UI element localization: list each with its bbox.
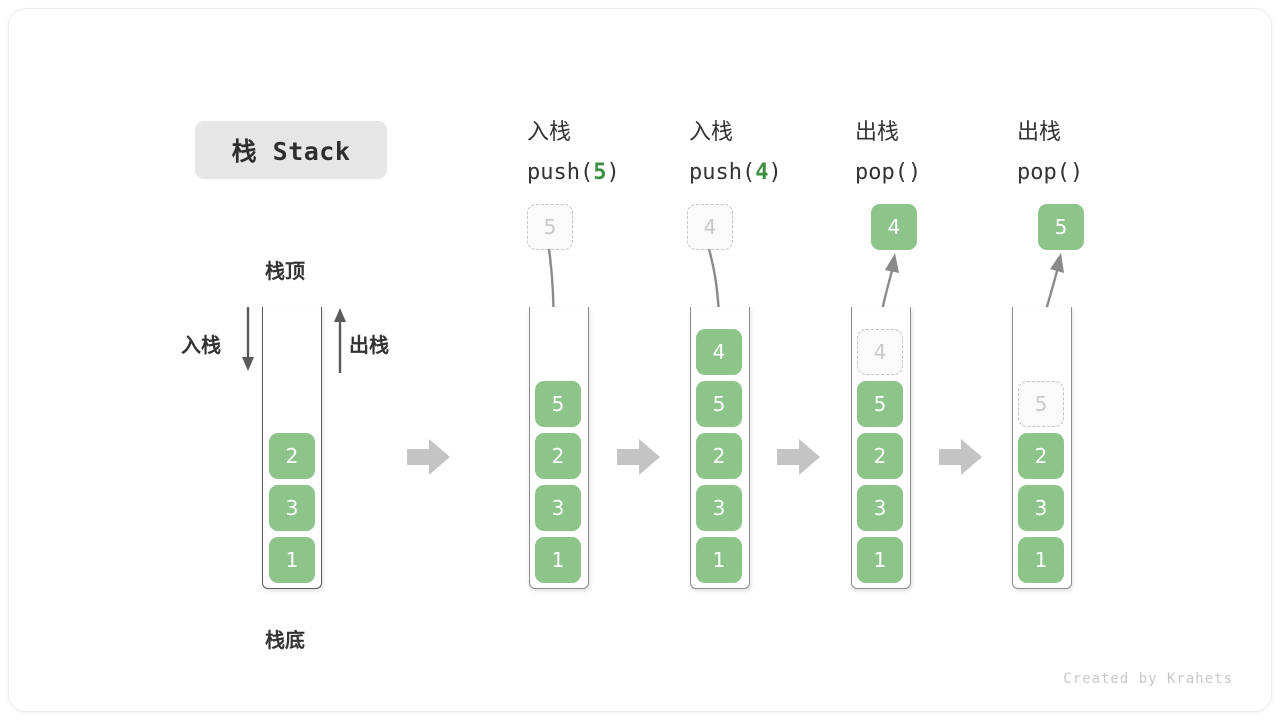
stack-cell: 3 (696, 485, 742, 531)
stack-cell: 2 (535, 433, 581, 479)
stack-cell: 4 (696, 329, 742, 375)
stack-cell: 5 (696, 381, 742, 427)
stack-cell-ghost: 5 (1018, 381, 1064, 427)
step-op-cn: 入栈 (689, 120, 734, 145)
code-suffix: ) (1069, 160, 1084, 185)
code-suffix: ) (768, 160, 782, 185)
stack-cell: 3 (535, 485, 581, 531)
code-suffix: ) (606, 160, 620, 185)
popped-cell: 4 (871, 204, 917, 250)
stack-top-label: 栈顶 (265, 259, 305, 283)
stack-cell: 1 (269, 537, 315, 583)
code-prefix: push( (527, 160, 594, 185)
floating-ghost-cell: 5 (527, 204, 573, 250)
stack-cell: 3 (857, 485, 903, 531)
title-badge: 栈 Stack (195, 121, 387, 179)
flow-arrow-icon (939, 439, 982, 475)
push-label: 入栈 (181, 333, 221, 357)
code-suffix: ) (907, 160, 922, 185)
step-op-cn: 出栈 (855, 120, 900, 145)
stack-cell: 5 (535, 381, 581, 427)
pop-label: 出栈 (349, 333, 389, 357)
step-header: 入栈 push(5) (527, 113, 620, 193)
stack-cell: 2 (696, 433, 742, 479)
stack-bottom-label: 栈底 (265, 628, 305, 652)
floating-ghost-cell: 4 (687, 204, 733, 250)
stack-cell: 2 (857, 433, 903, 479)
stack-cell: 1 (857, 537, 903, 583)
stack-cell: 1 (535, 537, 581, 583)
stack-cell: 1 (696, 537, 742, 583)
popped-cell: 5 (1038, 204, 1084, 250)
diagram-card: 栈 Stack 栈顶 栈底 入栈 出栈 2 3 1 入栈 push(5) (8, 8, 1272, 712)
stack-cell: 2 (269, 433, 315, 479)
code-arg: 4 (755, 160, 769, 185)
step-op-code: push(4) (689, 153, 782, 193)
stack-cell: 3 (1018, 485, 1064, 531)
step-op-code: pop() (855, 153, 921, 193)
stack-cell: 1 (1018, 537, 1064, 583)
step-op-code: push(5) (527, 153, 620, 193)
step-op-cn: 出栈 (1017, 120, 1062, 145)
code-arg: 5 (593, 160, 607, 185)
flow-arrow-icon (617, 439, 660, 475)
pop-arrow-up-icon (334, 308, 346, 373)
step-header: 出栈 pop() (855, 113, 921, 193)
credit-text: Created by Krahets (1063, 671, 1233, 687)
push-arrow-down-icon (242, 307, 254, 371)
code-prefix: pop( (855, 160, 908, 185)
code-prefix: push( (689, 160, 756, 185)
flow-arrow-icon (407, 439, 450, 475)
step-op-code: pop() (1017, 153, 1083, 193)
step-header: 出栈 pop() (1017, 113, 1083, 193)
stack-cell-ghost: 4 (857, 329, 903, 375)
stack-cell: 5 (857, 381, 903, 427)
flow-arrow-icon (777, 439, 820, 475)
stack-cell: 3 (269, 485, 315, 531)
step-header: 入栈 push(4) (689, 113, 782, 193)
code-prefix: pop( (1017, 160, 1070, 185)
step-op-cn: 入栈 (527, 120, 572, 145)
stack-cell: 2 (1018, 433, 1064, 479)
